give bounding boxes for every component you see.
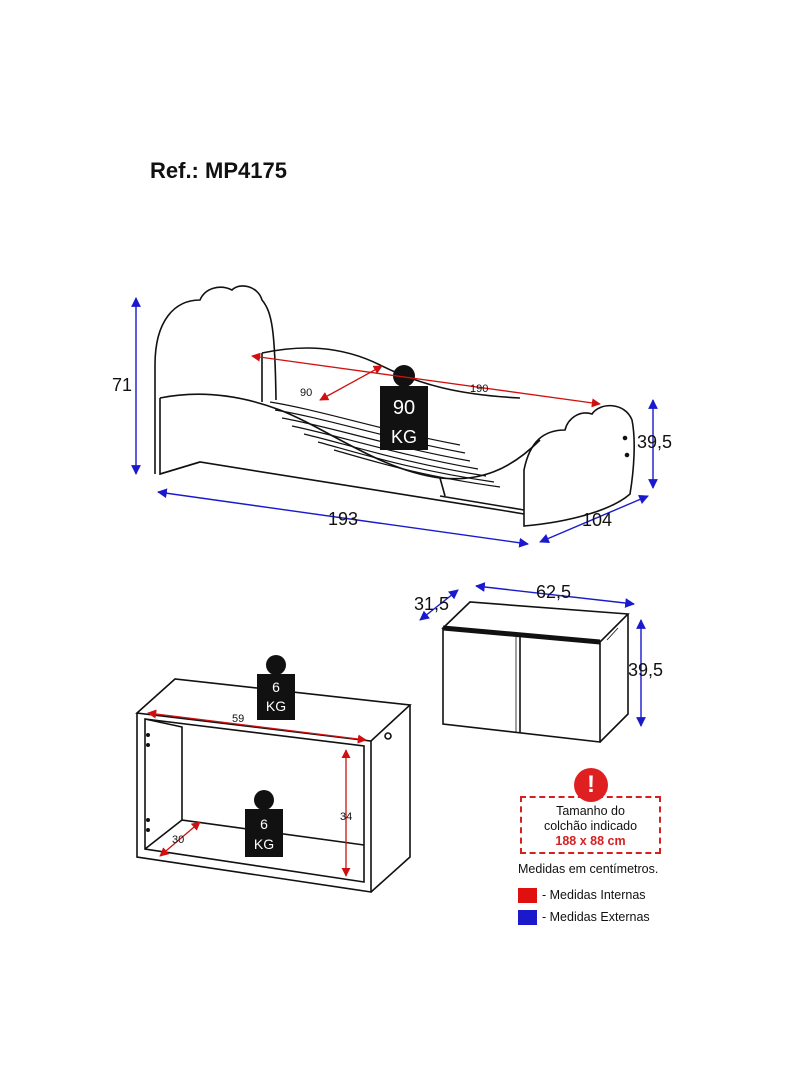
shelf-top-weight-value: 6 xyxy=(272,679,280,695)
bed-length-label: 193 xyxy=(328,509,358,529)
shelf-inner-weight-unit: KG xyxy=(254,836,274,852)
shelf-inner-weight-value: 6 xyxy=(260,816,268,832)
legend-internal-label: - Medidas Internas xyxy=(542,888,646,902)
cabinet-drawing xyxy=(441,601,630,743)
bed-width-label: 104 xyxy=(582,510,612,530)
reference-title: Ref.: MP4175 xyxy=(150,158,287,183)
bed-inner-width-dimension xyxy=(319,365,383,401)
shelf-inner-weight-icon xyxy=(245,790,283,857)
legend-title: Medidas em centímetros. xyxy=(518,862,659,876)
bed-width-dimension xyxy=(539,494,649,544)
mattress-size: 188 x 88 cm xyxy=(555,834,626,848)
cabinet-height-label: 39,5 xyxy=(628,660,663,680)
cabinet-depth-dimension xyxy=(419,589,459,621)
shelf-inner-height-label: 34 xyxy=(340,811,352,823)
bed-height-label: 71 xyxy=(112,375,132,395)
bed-weight-value: 90 xyxy=(393,397,415,419)
exclamation-icon: ! xyxy=(574,768,608,802)
notice-line-2: colchão indicado xyxy=(543,819,638,833)
mattress-notice: Tamanho do colchão indicado 188 x 88 cm xyxy=(520,796,661,854)
shelf-inner-depth-label: 30 xyxy=(172,834,184,846)
cabinet-depth-label: 31,5 xyxy=(414,594,449,614)
bed-inner-length-dimension xyxy=(251,352,601,408)
notice-line-1: Tamanho do xyxy=(556,804,625,818)
legend-internal: - Medidas Internas xyxy=(518,884,658,906)
internal-color-swatch xyxy=(518,887,537,903)
shelf-top-weight-unit: KG xyxy=(266,698,286,714)
cabinet-width-label: 62,5 xyxy=(536,582,571,602)
bed-inner-width-label: 90 xyxy=(300,387,312,399)
shelf-inner-depth-dimension xyxy=(159,821,201,857)
shelf-drawing xyxy=(135,678,412,893)
external-color-swatch xyxy=(518,909,537,925)
bed-foot-height-label: 39,5 xyxy=(637,432,672,452)
legend-external: - Medidas Externas xyxy=(518,906,658,928)
legend: Medidas em centímetros. - Medidas Intern… xyxy=(518,862,658,928)
shelf-inner-width-label: 59 xyxy=(232,713,244,725)
cabinet-width-dimension xyxy=(475,582,635,608)
bed-weight-unit: KG xyxy=(391,427,417,447)
bed-inner-length-label: 190 xyxy=(470,383,488,395)
bed-length-dimension xyxy=(157,488,529,548)
legend-external-label: - Medidas Externas xyxy=(542,910,650,924)
shelf-inner-width-dimension xyxy=(147,709,367,744)
